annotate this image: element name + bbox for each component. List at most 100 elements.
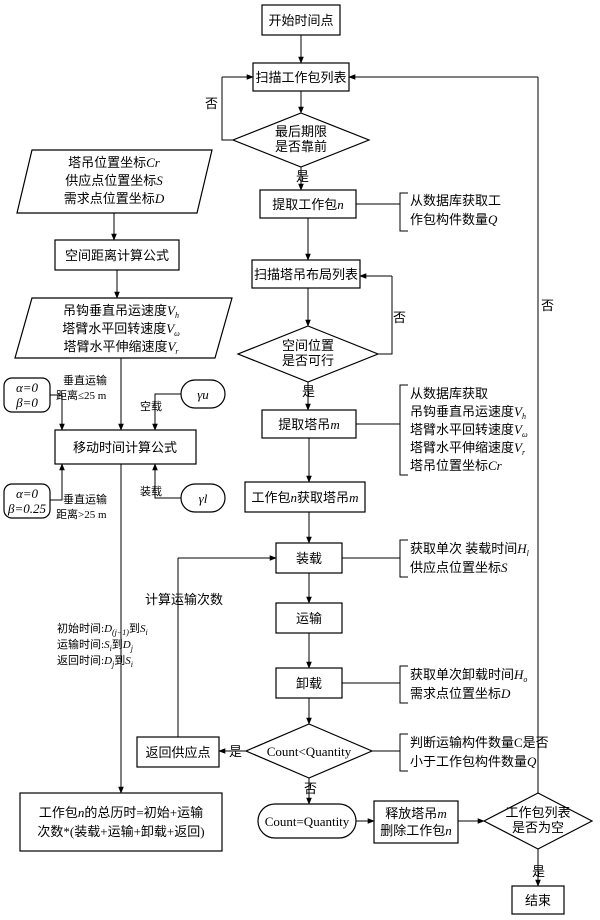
gamma-u-node: γu (180, 379, 226, 409)
extract-package-label: 提取工作包n (272, 197, 344, 212)
extract-package-node: 提取工作包n (259, 189, 357, 219)
return-supply-node: 返回供应点 (136, 736, 220, 768)
connector-gamma-u-1 (154, 393, 181, 418)
db-crane-label-1: 从数据库获取 (410, 386, 488, 401)
empty-no-label: 否 (541, 298, 554, 313)
scan-packages-label: 扫描工作包列表 (255, 70, 346, 85)
speeds-label-2: 塔臂水平回转速度Vω (62, 321, 180, 338)
count-info-label-2: 小于工作包构件数量Q (410, 754, 537, 769)
scan-packages-node: 扫描工作包列表 (252, 62, 350, 92)
load-node: 装载 (275, 542, 343, 574)
total-label-2: 次数*(装载+运输+卸载+返回) (37, 824, 204, 839)
coords-label-1: 塔吊位置坐标Cr (68, 155, 161, 170)
coords-label-3: 需求点位置坐标D (64, 191, 165, 206)
param-box-a: α=0 β=0 (3, 377, 51, 413)
ret-time-label: 返回时间:Dj到Si (57, 654, 133, 669)
return-supply-label: 返回供应点 (145, 745, 210, 760)
list-empty-label-2: 是否为空 (512, 820, 564, 835)
unload-node: 卸载 (275, 667, 343, 699)
spatial-no-label: 否 (393, 310, 406, 325)
load-info-label-1: 获取单次 装载时间Hl (410, 541, 530, 558)
move-formula-node: 移动时间计算公式 (54, 429, 197, 465)
bracket-unload-info (399, 665, 408, 704)
scan-cranes-node: 扫描塔吊布局列表 (251, 259, 361, 289)
transport-node: 运输 (275, 602, 343, 634)
param-box-b: α=0 β=0.25 (3, 483, 51, 519)
db-crane-label-3: 塔臂水平回转速度Vω (410, 422, 528, 439)
release-label-1: 释放塔吊m (385, 806, 446, 821)
list-empty-label-1: 工作包列表 (505, 805, 570, 820)
deadline-no-label: 否 (205, 96, 218, 111)
scan-cranes-label: 扫描塔吊布局列表 (254, 267, 358, 282)
deadline-decision: 最后期限 是否靠前 (231, 112, 371, 168)
extract-crane-node: 提取塔吊m (261, 409, 357, 439)
speeds-label-1: 吊钩垂直吊运速度Vh (63, 303, 179, 320)
empty-yes-label: 是 (532, 864, 545, 879)
trans-time-label: 运输时间:Si到Dj (57, 637, 134, 653)
param-a-label-1: α=0 (16, 380, 39, 395)
vertical-label-2: 垂直运输 (63, 492, 107, 506)
total-time-node: 工作包n的总历时=初始+运输 次数*(装载+运输+卸载+返回) (19, 792, 223, 852)
gamma-u-label: γu (197, 387, 209, 402)
gamma-l-node: γl (180, 483, 226, 513)
transport-label: 运输 (296, 611, 322, 626)
param-b-label-2: β=0.25 (7, 501, 46, 516)
db-package-label-2: 作包构件数量Q (410, 212, 498, 227)
release-label-2: 删除工作包n (380, 823, 452, 838)
param-b-label-1: α=0 (16, 486, 39, 501)
gamma-l-label: γl (199, 491, 208, 506)
count-eq-node: Count=Quantity (257, 803, 357, 839)
init-time-label: 初始时间:D(j−1)到Si (57, 621, 148, 637)
list-empty-decision: 工作包列表 是否为空 (482, 792, 594, 850)
deadline-yes-label: 是 (296, 169, 309, 184)
vertical-label-1: 垂直运输 (63, 373, 107, 387)
spatial-decision: 空间位置 是否可行 (236, 325, 380, 383)
connector-param-b-1 (50, 476, 63, 501)
count-info-label-1: 判断运输构件数量C是否 (410, 735, 549, 750)
count-decision: Count<Quantity (244, 723, 374, 779)
unload-info-label-1: 获取单次卸载时间Ho (410, 667, 527, 684)
full-load-label: 装载 (140, 485, 162, 498)
connector-gamma-l-1 (154, 476, 181, 499)
loop-deadline-no-1 (221, 77, 233, 141)
speeds-label-3: 塔臂水平伸缩速度Vr (63, 339, 179, 356)
deadline-label-1: 最后期限 (275, 124, 327, 139)
bracket-count-info (399, 733, 408, 772)
package-get-crane-label: 工作包n获取塔吊m (252, 490, 359, 505)
spatial-yes-label: 是 (302, 384, 315, 399)
distance-label-1: 距离≤25 m (56, 388, 107, 402)
start-label: 开始时间点 (268, 13, 333, 28)
release-node: 释放塔吊m 删除工作包n (373, 800, 459, 844)
deadline-label-2: 是否靠前 (275, 139, 327, 154)
extract-crane-label: 提取塔吊m (278, 417, 339, 432)
end-node: 结束 (511, 885, 565, 915)
calc-count-label: 计算运输次数 (145, 592, 223, 607)
load-info-label-2: 供应点位置坐标S (410, 560, 508, 575)
count-no-label: 否 (304, 781, 317, 796)
db-crane-label-2: 吊钩垂直吊运速度Vh (410, 404, 526, 421)
count-eq-label: Count=Quantity (265, 814, 350, 829)
db-crane-label-4: 塔臂水平伸缩速度Vr (410, 440, 526, 457)
package-get-crane-node: 工作包n获取塔吊m (244, 481, 366, 513)
unload-info-label-2: 需求点位置坐标D (410, 686, 511, 701)
empty-load-label: 空载 (140, 399, 162, 413)
unload-label: 卸载 (296, 676, 322, 691)
move-formula-label: 移动时间计算公式 (73, 440, 177, 455)
bracket-db-package (399, 192, 408, 232)
coordinates-input: 塔吊位置坐标Cr 供应点位置坐标S 需求点位置坐标D (16, 149, 213, 214)
load-label: 装载 (296, 551, 322, 566)
spatial-label-1: 空间位置 (282, 338, 334, 353)
bracket-db-crane (399, 384, 408, 476)
start-node: 开始时间点 (261, 4, 341, 36)
total-label-1: 工作包n的总历时=初始+运输 (39, 805, 203, 820)
end-label: 结束 (525, 893, 551, 908)
speeds-input: 吊钩垂直吊运速度Vh 塔臂水平回转速度Vω 塔臂水平伸缩速度Vr (14, 297, 233, 359)
db-package-label-1: 从数据库获取工 (410, 193, 501, 208)
coords-label-2: 供应点位置坐标S (65, 173, 163, 188)
count-decision-label: Count<Quantity (267, 744, 352, 759)
connector-param-a-1 (50, 394, 63, 418)
distance-formula-label: 空间距离计算公式 (65, 248, 169, 263)
spatial-label-2: 是否可行 (282, 353, 334, 368)
loop-spatial-no-1 (378, 276, 393, 355)
